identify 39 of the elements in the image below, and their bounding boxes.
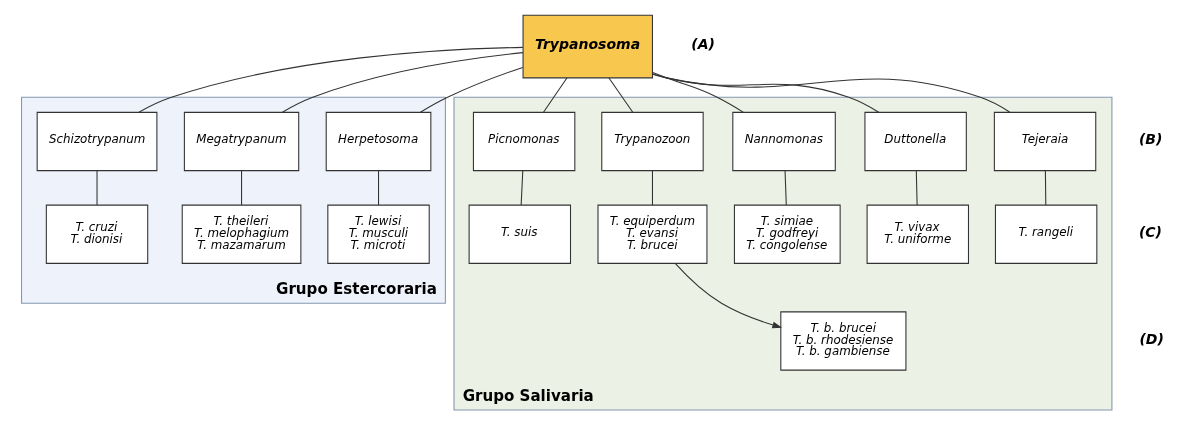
node-box: T. b. brucei T. b. rhodesiense T. b. gambiense bbox=[780, 311, 907, 371]
connector bbox=[520, 170, 524, 206]
arrow bbox=[674, 262, 783, 329]
connector bbox=[652, 73, 1011, 113]
connector bbox=[652, 73, 880, 113]
label: (C) bbox=[1138, 223, 1162, 240]
connector bbox=[542, 77, 568, 113]
node-box: Trypanosoma bbox=[522, 14, 653, 79]
node-box: Tejeraia bbox=[993, 111, 1097, 172]
node-box: Schizotrypanum bbox=[36, 111, 158, 172]
connector bbox=[419, 66, 524, 113]
connector bbox=[652, 72, 744, 113]
node-box: T. rangeli bbox=[994, 204, 1098, 264]
connector bbox=[608, 77, 634, 113]
label: (B) bbox=[1138, 131, 1163, 148]
connector bbox=[915, 170, 918, 206]
node-box: Nannomonas bbox=[732, 111, 836, 172]
connector bbox=[1044, 170, 1047, 206]
node-box: Herpetosoma bbox=[325, 111, 432, 172]
node-box: T. theileri T. melophagium T. mazamarum bbox=[181, 204, 302, 264]
node-box: T. vivax T. uniforme bbox=[866, 204, 969, 264]
node-box: T. suis bbox=[468, 204, 572, 264]
node-label: (A) bbox=[691, 36, 715, 53]
connector bbox=[377, 170, 380, 206]
connector bbox=[651, 170, 653, 206]
connector bbox=[241, 170, 243, 206]
connector bbox=[96, 170, 98, 206]
node-box: Duttonella bbox=[864, 111, 967, 172]
label: (D) bbox=[1139, 330, 1164, 347]
node-box: T. lewisi T. musculi T. microti bbox=[327, 204, 430, 264]
connector bbox=[138, 46, 524, 113]
node-box: T. simiae T. godfreyi T. congolense bbox=[733, 204, 841, 264]
node-box: Trypanozoon bbox=[601, 111, 704, 172]
node-box: Picnomonas bbox=[472, 111, 576, 172]
node-box: T. equiperdum T. evansi T. brucei bbox=[597, 204, 708, 264]
node-box: Megatrypanum bbox=[183, 111, 300, 172]
node-box: T. cruzi T. dionisi bbox=[45, 204, 149, 264]
connector bbox=[784, 170, 787, 206]
connector bbox=[281, 52, 524, 113]
